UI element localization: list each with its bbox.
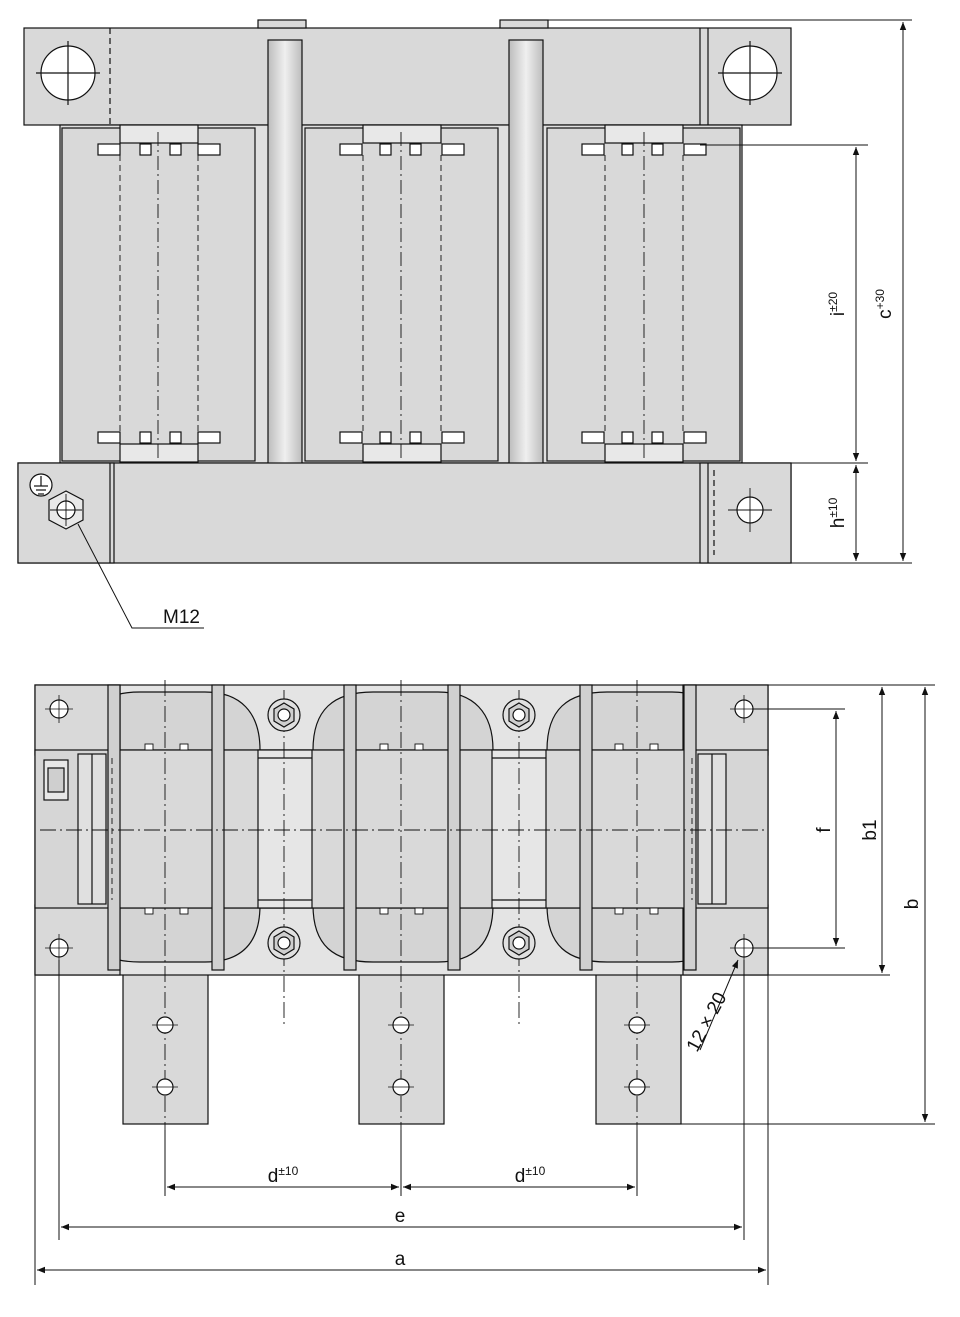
label-12x20: 12 × 20 (683, 989, 732, 1055)
label-f: f (814, 827, 835, 833)
top-view (34, 680, 769, 1140)
label-a: a (395, 1249, 406, 1270)
tie-rod-left (267, 39, 303, 541)
label-e: e (395, 1206, 406, 1227)
label-d-right: d±10 (515, 1164, 546, 1187)
ground-symbol-icon (29, 473, 53, 497)
coil-right (546, 127, 741, 462)
top-dimensions (34, 684, 935, 1285)
top-yoke (23, 27, 792, 126)
bottom-yoke (17, 462, 792, 564)
tie-rod-right (508, 39, 544, 541)
label-i: i±20 (826, 292, 849, 316)
front-dimensions (548, 19, 912, 564)
label-b: b (902, 899, 923, 910)
coil-left (61, 127, 256, 462)
label-d-left: d±10 (268, 1164, 299, 1187)
label-b1: b1 (860, 819, 881, 840)
leader-12x20 (699, 959, 739, 1051)
label-c: c+30 (873, 289, 896, 319)
hex-nut-icon (267, 698, 301, 732)
label-h: h±10 (826, 497, 849, 528)
front-view (17, 19, 792, 629)
hex-nut-icon (502, 926, 536, 960)
coil-middle (304, 127, 499, 462)
label-m12: M12 (163, 607, 200, 628)
hex-nut-icon (48, 490, 84, 530)
hex-nut-icon (267, 926, 301, 960)
hex-nut-icon (502, 698, 536, 732)
